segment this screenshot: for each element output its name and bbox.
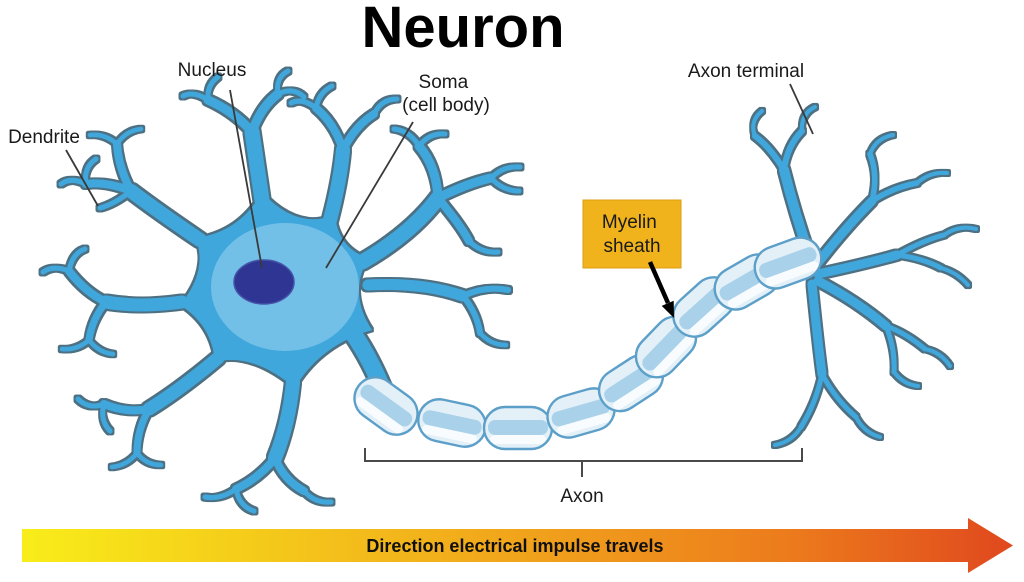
axon-label: Axon [560, 486, 603, 507]
axon-bracket-group: Axon [364, 448, 803, 507]
myelin-label: Myelin sheath [602, 212, 662, 257]
axon-terminal-label: Axon terminal [688, 61, 804, 82]
direction-label: Direction electrical impulse travels [366, 536, 663, 556]
myelin-callout-box [582, 199, 682, 269]
dendrite-leader-line [65, 149, 99, 207]
axon-bracket [364, 448, 803, 477]
myelin-callout: Myelin sheath [582, 199, 682, 318]
neuron-cell [40, 68, 978, 514]
dendrites [40, 68, 523, 514]
dendrite-label: Dendrite [8, 127, 80, 148]
direction-arrowhead [968, 518, 1013, 573]
direction-arrow: Direction electrical impulse travels [22, 518, 1013, 573]
direction-arrow-body [22, 529, 968, 562]
nucleus-leader-line [229, 89, 263, 269]
axon-terminal [751, 105, 978, 447]
soma-label: Soma (cell body) [402, 72, 490, 116]
nucleus-label: Nucleus [178, 60, 247, 81]
myelin-arrow [647, 261, 671, 304]
axon-terminal-leader-line [789, 83, 814, 135]
nucleus [233, 259, 295, 305]
myelin-arrowhead [661, 300, 674, 318]
myelin-segment [344, 367, 428, 445]
page-title: Neuron [362, 0, 565, 60]
soma-leader-line [325, 121, 414, 269]
myelin-segment [413, 394, 491, 452]
myelin-segment [482, 405, 554, 451]
